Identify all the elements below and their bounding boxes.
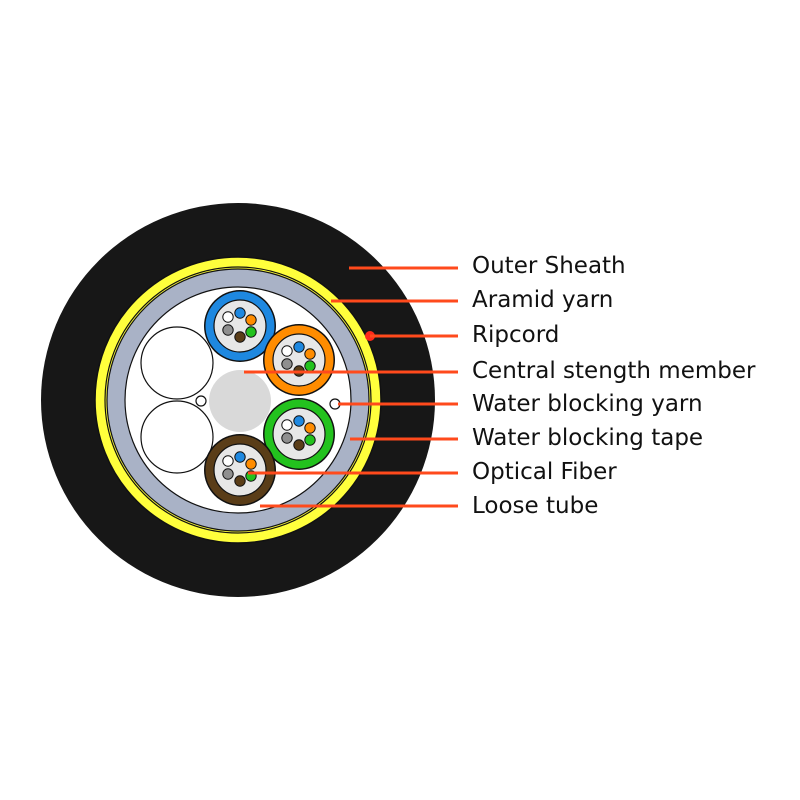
label-aramid-yarn: Aramid yarn — [472, 287, 614, 313]
optical-fiber — [222, 468, 234, 480]
label-outer-sheath: Outer Sheath — [472, 253, 626, 279]
optical-fiber — [222, 455, 234, 467]
label-optical-fiber: Optical Fiber — [472, 459, 617, 485]
optical-fiber — [304, 434, 316, 446]
optical-fiber — [234, 307, 246, 319]
label-central-strength-member: Central stength member — [472, 358, 756, 384]
label-ripcord: Ripcord — [472, 322, 560, 348]
water-blocking-yarn-left — [195, 395, 207, 407]
loose-tube-brown — [204, 434, 276, 506]
optical-fiber — [293, 415, 305, 427]
optical-fiber — [281, 419, 293, 431]
optical-fiber — [281, 432, 293, 444]
optical-fiber — [281, 345, 293, 357]
optical-fiber — [234, 475, 246, 487]
optical-fiber — [304, 360, 316, 372]
optical-fiber — [222, 311, 234, 323]
label-water-blocking-tape: Water blocking tape — [472, 425, 704, 451]
filler-rod-lower — [140, 400, 214, 474]
optical-fiber — [293, 341, 305, 353]
optical-fiber — [281, 358, 293, 370]
optical-fiber — [245, 458, 257, 470]
label-water-blocking-yarn: Water blocking yarn — [472, 391, 703, 417]
optical-fiber — [245, 326, 257, 338]
optical-fiber — [304, 348, 316, 360]
optical-fiber — [293, 439, 305, 451]
filler-rod-upper — [140, 326, 214, 400]
optical-fiber — [304, 422, 316, 434]
optical-fiber — [234, 331, 246, 343]
central-strength-member — [209, 370, 271, 432]
optical-fiber — [245, 314, 257, 326]
optical-fiber — [222, 324, 234, 336]
label-loose-tube: Loose tube — [472, 493, 599, 519]
loose-tube-orange — [263, 324, 335, 396]
loose-tube-green — [263, 398, 335, 470]
optical-fiber — [234, 451, 246, 463]
loose-tube-blue — [204, 290, 276, 362]
